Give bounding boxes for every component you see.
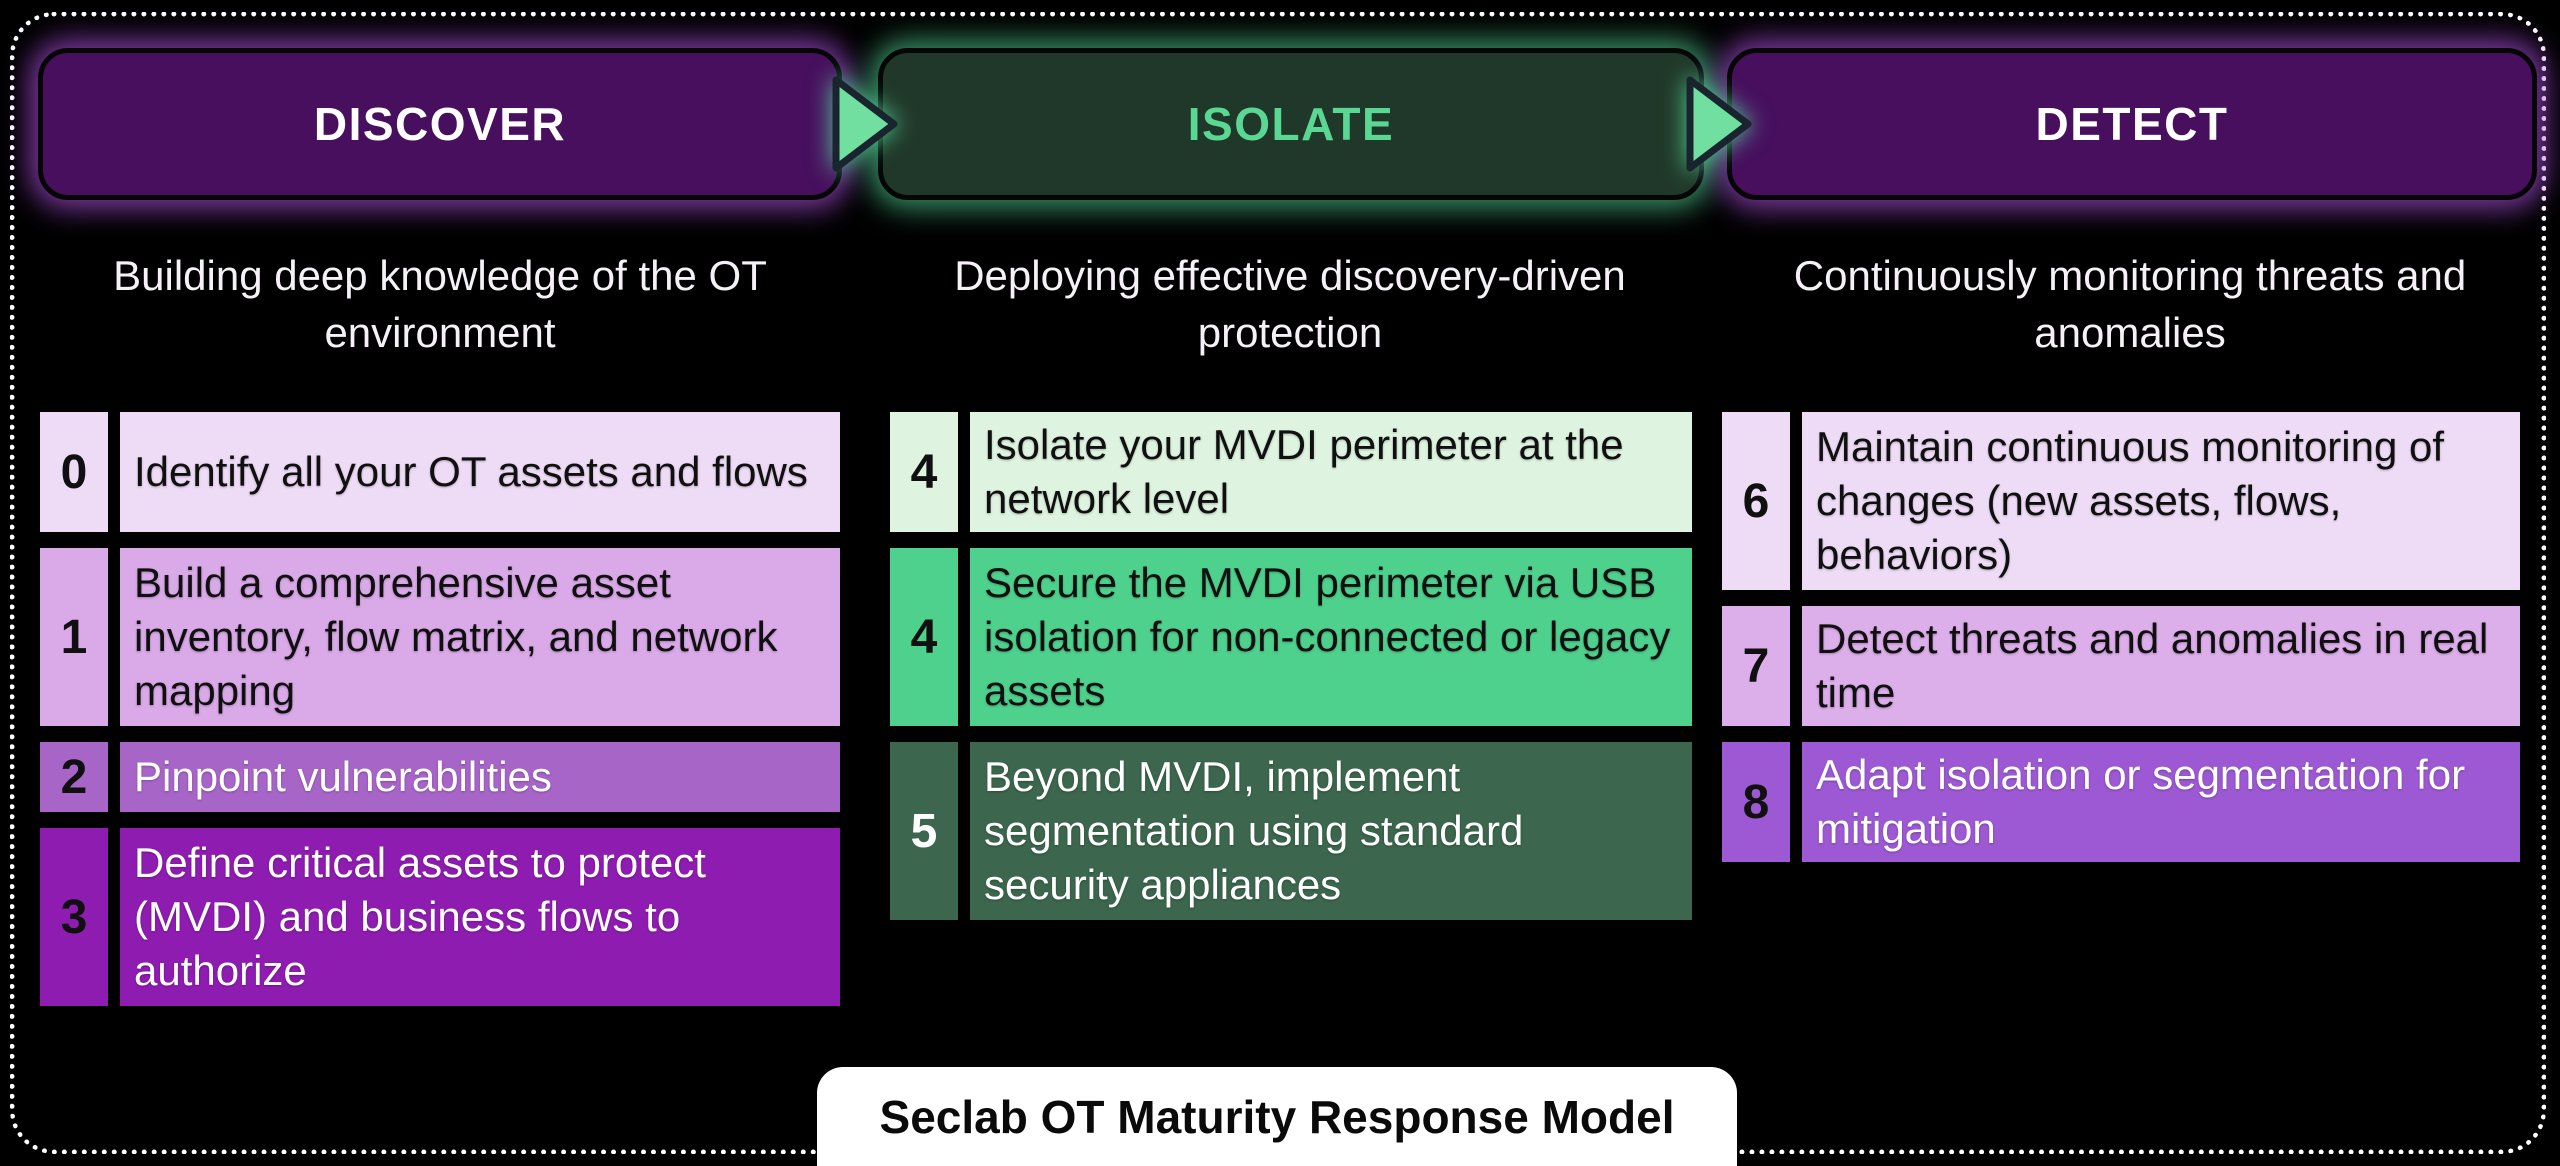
step-text: Identify all your OT assets and flows: [120, 412, 840, 532]
step-number: 3: [40, 828, 108, 1006]
phase-description-detect: Continuously monitoring threats and anom…: [1793, 252, 2467, 356]
phase-header-detect: DETECT: [1727, 48, 2537, 200]
step-text: Detect threats and anomalies in real tim…: [1802, 606, 2520, 726]
step-table-detect: 6 Maintain continuous monitoring of chan…: [1722, 412, 2520, 862]
phase-header-discover: DISCOVER: [38, 48, 842, 200]
step-row: 3 Define critical assets to protect (MVD…: [40, 828, 840, 1006]
step-text: Define critical assets to protect (MVDI)…: [120, 828, 840, 1006]
arrow-right-icon: [1686, 76, 1752, 172]
phase-description-discover: Building deep knowledge of the OT enviro…: [113, 252, 767, 356]
step-number: 6: [1722, 412, 1790, 590]
step-text: Secure the MVDI perimeter via USB isolat…: [970, 548, 1692, 726]
step-text: Isolate your MVDI perimeter at the netwo…: [970, 412, 1692, 532]
step-row: 4 Secure the MVDI perimeter via USB isol…: [890, 548, 1692, 726]
step-text: Beyond MVDI, implement segmentation usin…: [970, 742, 1692, 920]
step-number: 5: [890, 742, 958, 920]
step-number: 8: [1722, 742, 1790, 862]
step-row: 0 Identify all your OT assets and flows: [40, 412, 840, 532]
diagram-title-plate: Seclab OT Maturity Response Model: [817, 1067, 1737, 1166]
step-number: 4: [890, 548, 958, 726]
step-row: 8 Adapt isolation or segmentation for mi…: [1722, 742, 2520, 862]
arrow-triangle: [1686, 76, 1752, 172]
step-number: 0: [40, 412, 108, 532]
step-text: Pinpoint vulnerabilities: [120, 742, 840, 812]
step-table-discover: 0 Identify all your OT assets and flows …: [40, 412, 840, 1006]
phase-header-isolate: ISOLATE: [878, 48, 1704, 200]
step-row: 7 Detect threats and anomalies in real t…: [1722, 606, 2520, 726]
arrow-triangle: [832, 76, 898, 172]
step-text: Maintain continuous monitoring of change…: [1802, 412, 2520, 590]
step-number: 4: [890, 412, 958, 532]
step-number: 1: [40, 548, 108, 726]
step-row: 6 Maintain continuous monitoring of chan…: [1722, 412, 2520, 590]
step-row: 2 Pinpoint vulnerabilities: [40, 742, 840, 812]
step-row: 4 Isolate your MVDI perimeter at the net…: [890, 412, 1692, 532]
step-text: Build a comprehensive asset inventory, f…: [120, 548, 840, 726]
step-number: 2: [40, 742, 108, 812]
step-text: Adapt isolation or segmentation for miti…: [1802, 742, 2520, 862]
step-number: 7: [1722, 606, 1790, 726]
phase-description-isolate: Deploying effective discovery-driven pro…: [954, 252, 1626, 356]
arrow-right-icon: [832, 76, 898, 172]
step-row: 5 Beyond MVDI, implement segmentation us…: [890, 742, 1692, 920]
step-row: 1 Build a comprehensive asset inventory,…: [40, 548, 840, 726]
step-table-isolate: 4 Isolate your MVDI perimeter at the net…: [890, 412, 1692, 920]
